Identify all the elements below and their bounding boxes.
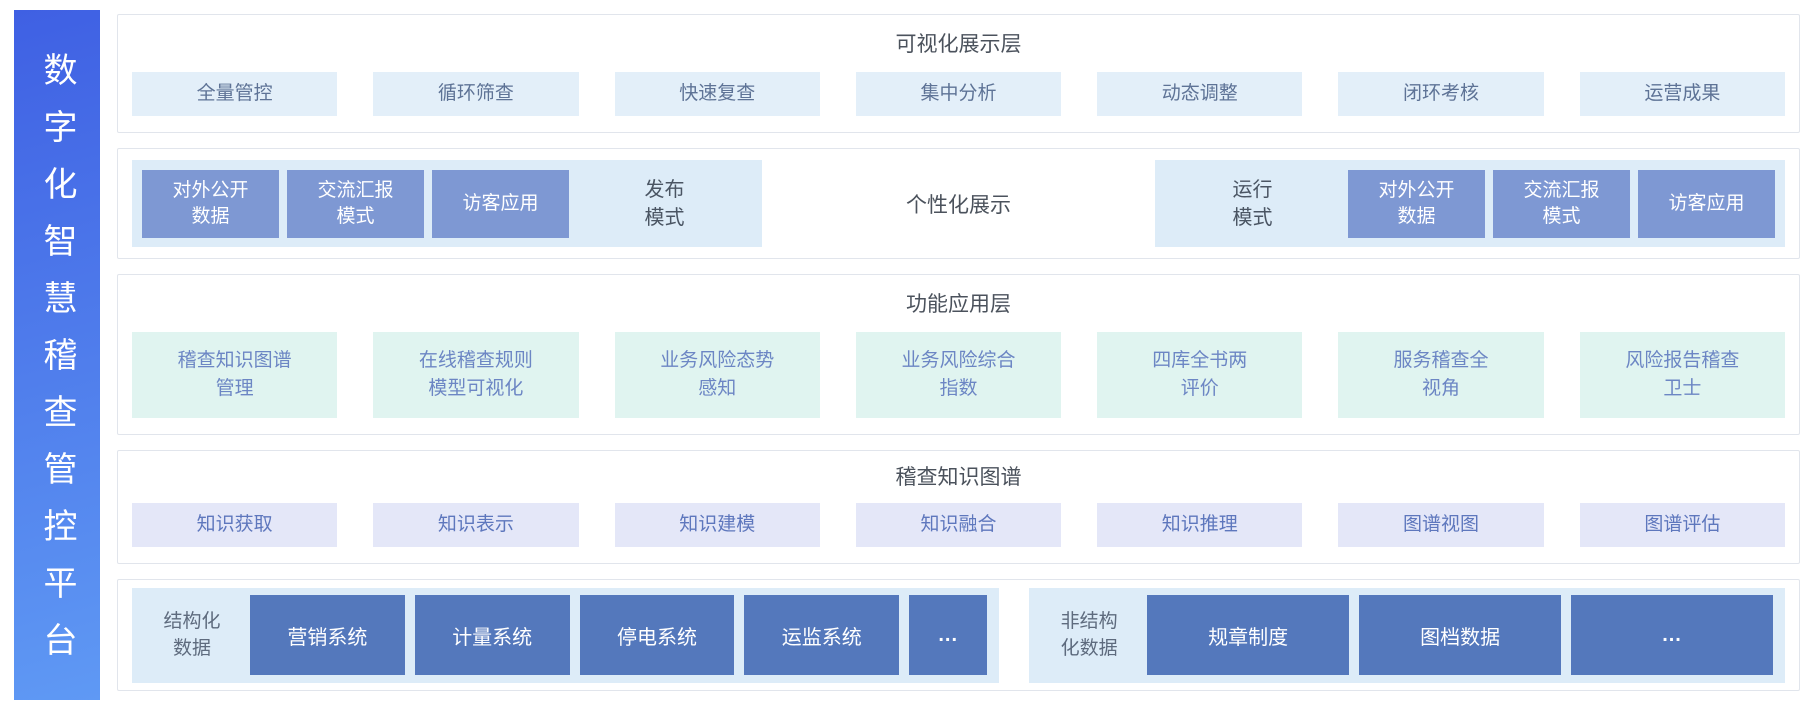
knowledge-layer-panel: 稽查知识图谱 知识获取 知识表示 知识建模 知识融合 知识推理 图谱视图 图谱评…	[117, 450, 1800, 564]
data-box-metering-system: 计量系统	[414, 595, 570, 675]
know-item-representation: 知识表示	[373, 503, 579, 547]
know-item-modeling: 知识建模	[614, 503, 820, 547]
visualization-items-row: 全量管控 循环筛查 快速复查 集中分析 动态调整 闭环考核 运营成果	[118, 58, 1799, 132]
publish-mode-label: 发布 模式	[644, 178, 685, 229]
run-box-exchange-report: 交流汇报 模式	[1493, 169, 1630, 238]
know-item-fusion: 知识融合	[855, 503, 1062, 547]
publish-box-exchange-report: 交流汇报 模式	[287, 169, 424, 238]
data-box-regulations: 规章制度	[1147, 595, 1350, 675]
function-layer-title: 功能应用层	[906, 293, 1011, 316]
knowledge-items-row: 知识获取 知识表示 知识建模 知识融合 知识推理 图谱视图 图谱评估	[118, 491, 1799, 563]
data-box-outage-system: 停电系统	[579, 595, 735, 675]
func-item-risk-composite-index: 业务风险综合 指数	[855, 332, 1062, 418]
viz-item-central-analysis: 集中分析	[855, 72, 1062, 116]
viz-item-operation-results: 运营成果	[1579, 72, 1785, 116]
know-item-graph-evaluation: 图谱评估	[1579, 503, 1785, 547]
viz-item-dynamic-adjust: 动态调整	[1097, 72, 1303, 116]
publish-box-public-data: 对外公开 数据	[142, 169, 279, 238]
viz-item-cycle-screening: 循环筛查	[373, 72, 579, 116]
publish-mode-group: 对外公开 数据 交流汇报 模式 访客应用 发布 模式	[132, 160, 762, 247]
function-items-row: 稽查知识图谱 管理 在线稽查规则 模型可视化 业务风险态势 感知 业务风险综合 …	[118, 318, 1799, 434]
platform-title: 数字化智慧稽查管控平台	[38, 51, 76, 679]
func-item-knowledge-graph-mgmt: 稽查知识图谱 管理	[132, 332, 338, 418]
viz-item-full-control: 全量管控	[132, 72, 338, 116]
data-box-archive-data: 图档数据	[1359, 595, 1562, 675]
structured-data-label: 结构化 数据	[163, 611, 221, 659]
platform-title-bar: 数字化智慧稽查管控平台	[14, 10, 100, 700]
viz-item-closed-loop-assess: 闭环考核	[1338, 72, 1544, 116]
structured-data-group: 结构化 数据 营销系统 计量系统 停电系统 运监系统 ...	[132, 587, 1000, 683]
mode-row-panel: 对外公开 数据 交流汇报 模式 访客应用 发布 模式 个性化展示 运行 模式 对…	[117, 148, 1800, 259]
run-mode-group: 运行 模式 对外公开 数据 交流汇报 模式 访客应用	[1155, 160, 1785, 247]
know-item-reasoning: 知识推理	[1097, 503, 1303, 547]
func-item-siku-two-evaluation: 四库全书两 评价	[1097, 332, 1303, 418]
publish-box-visitor-app: 访客应用	[432, 169, 569, 238]
func-item-service-full-view: 服务稽查全 视角	[1338, 332, 1544, 418]
func-item-risk-report-guard: 风险报告稽查 卫士	[1579, 332, 1785, 418]
function-layer-panel: 功能应用层 稽查知识图谱 管理 在线稽查规则 模型可视化 业务风险态势 感知 业…	[117, 274, 1800, 435]
unstructured-data-label: 非结构 化数据	[1060, 611, 1118, 659]
know-item-graph-view: 图谱视图	[1338, 503, 1544, 547]
data-box-marketing-system: 营销系统	[250, 595, 405, 675]
data-box-unstructured-more: ...	[1571, 595, 1773, 675]
func-item-risk-situation-sense: 业务风险态势 感知	[614, 332, 820, 418]
data-box-monitoring-system: 运监系统	[744, 595, 900, 675]
visualization-layer-title: 可视化展示层	[895, 33, 1022, 56]
knowledge-layer-title: 稽查知识图谱	[895, 466, 1022, 489]
unstructured-data-group: 非结构 化数据 规章制度 图档数据 ...	[1029, 587, 1785, 683]
personalized-display-label: 个性化展示	[906, 193, 1011, 217]
data-layer-panel: 结构化 数据 营销系统 计量系统 停电系统 运监系统 ... 非结构 化数据 规…	[117, 579, 1800, 691]
visualization-layer-panel: 可视化展示层 全量管控 循环筛查 快速复查 集中分析 动态调整 闭环考核 运营成…	[117, 14, 1800, 133]
viz-item-quick-review: 快速复查	[614, 72, 820, 116]
know-item-acquisition: 知识获取	[132, 503, 338, 547]
run-box-public-data: 对外公开 数据	[1348, 169, 1485, 238]
run-mode-label: 运行 模式	[1232, 178, 1273, 229]
diagram-layers: 可视化展示层 全量管控 循环筛查 快速复查 集中分析 动态调整 闭环考核 运营成…	[117, 14, 1800, 706]
func-item-online-rule-model-viz: 在线稽查规则 模型可视化	[373, 332, 579, 418]
run-box-visitor-app: 访客应用	[1638, 169, 1775, 238]
data-box-structured-more: ...	[909, 595, 988, 675]
